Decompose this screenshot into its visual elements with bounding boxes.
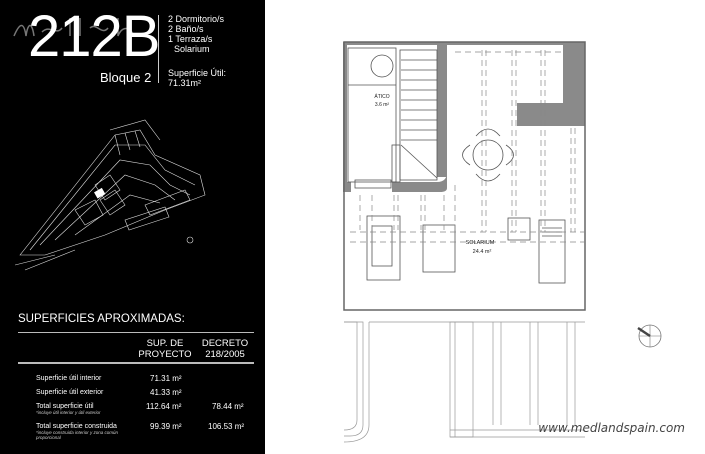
wall [437,42,447,177]
medland-logo-watermark [13,18,135,37]
row-decreto: 106.53 m² [208,422,245,431]
wall [343,42,585,45]
unit-features: 2 Dormitorio/s 2 Baño/s 1 Terraza/s Sola… [168,14,226,88]
row-label: Total superficie construida *incluye con… [36,423,119,440]
row-label: Superficie útil exterior [36,389,104,396]
column-header-proyecto: SUP. DE PROYECTO [138,338,192,360]
row-proyecto: 112.64 m² [146,402,182,411]
surfaces-title: SUPERFICIES APROXIMADAS: [18,313,185,325]
north-arrow-icon [637,324,662,348]
staircase [399,49,438,181]
row-decreto: 78.44 m² [212,402,244,411]
feature-bedrooms: 2 Dormitorio/s [168,14,225,24]
sun-lounger [422,224,456,273]
divider [18,332,254,333]
feature-solarium: Solarium [174,44,210,54]
useful-area-label: Superficie Útil: [168,68,227,78]
water-heater [370,54,394,78]
room-name-solarium: SOLARIUM [466,240,495,246]
wall [392,172,447,192]
row-proyecto: 71.31 m² [150,374,182,383]
wall [517,103,585,126]
website-watermark: www.medlandspain.com [538,421,685,435]
row-proyecto: 41.33 m² [150,388,182,397]
room-name-atico: ÁTICO [374,93,389,100]
wall [343,182,351,192]
row-label: Total superficie útil *incluye útil inte… [36,403,101,415]
room-area-solarium: 24.4 m² [473,249,492,255]
row-proyecto: 99.39 m² [150,422,182,431]
sun-lounger [366,215,401,281]
wall [343,42,347,192]
column-header-decreto: DECRETO 218/2005 [201,338,249,360]
table-with-chairs [462,128,514,182]
row-label: Superficie útil interior [36,375,102,382]
divider [18,362,254,364]
stair-steps [391,59,438,183]
block-label: Bloque 2 [100,70,152,85]
atico-room [347,47,397,183]
unit-code: 212B [28,4,160,69]
sun-lounger [538,219,566,284]
aerial-site-map [15,119,206,271]
feature-bathrooms: 2 Baño/s [168,24,204,34]
side-table [507,217,531,241]
divider [158,15,159,83]
feature-terraces: 1 Terraza/s [168,34,213,44]
lower-floor-outline [343,321,585,443]
info-panel: 212B 2 Dormitorio/s 2 Baño/s 1 Terraza/s… [0,0,265,454]
room-area-atico: 3.6 m² [375,102,390,108]
useful-area-value: 71.31m² [168,78,202,88]
overhead-lines [350,50,585,243]
